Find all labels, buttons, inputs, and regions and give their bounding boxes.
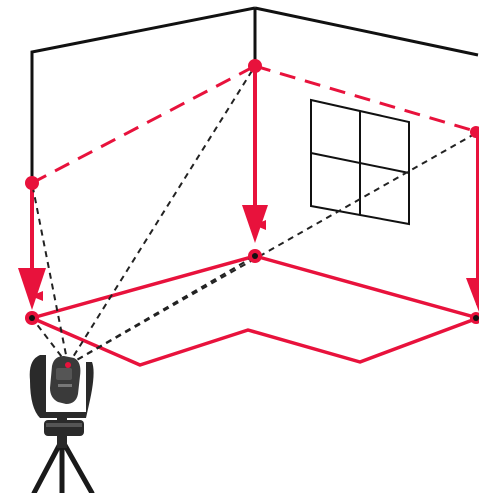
right-wall-outline xyxy=(254,6,479,57)
measurement-point-icon xyxy=(29,315,35,321)
window-mullion-horizontal xyxy=(310,152,410,174)
measurement-points xyxy=(25,59,479,325)
arrow-down-icon xyxy=(466,278,479,312)
floor-corner-line xyxy=(31,254,479,320)
tripod-head xyxy=(44,420,84,436)
sight-line-corner-top xyxy=(67,65,256,366)
sight-line-corner-floor xyxy=(67,255,256,366)
window xyxy=(310,98,410,226)
sight-line-right-top xyxy=(67,131,479,366)
right-reference-line xyxy=(254,64,479,134)
sight-line-left-top xyxy=(31,182,69,366)
window-frame xyxy=(310,98,410,226)
arrow-down-icon xyxy=(18,268,46,310)
measurement-point-icon xyxy=(470,126,479,138)
laser-emitter xyxy=(65,362,71,368)
left-reference-line xyxy=(31,64,256,185)
measurement-point-icon xyxy=(25,176,39,190)
device-yoke xyxy=(29,355,94,418)
laser-scanner-on-tripod-icon xyxy=(29,355,95,493)
sight-lines xyxy=(31,65,479,366)
wall-outlines xyxy=(30,6,479,183)
floor-outline-lower xyxy=(31,316,479,367)
reference-lines xyxy=(31,64,479,185)
arrow-heads xyxy=(18,205,479,312)
measurement-point-icon xyxy=(252,253,258,259)
tripod-legs xyxy=(31,437,95,493)
height-arrows xyxy=(30,66,479,310)
sight-line-left-floor xyxy=(31,317,69,366)
measurement-point-icon xyxy=(473,315,479,321)
arrow-down-icon xyxy=(242,205,268,243)
left-wall-outline xyxy=(30,6,256,183)
measurement-point-icon xyxy=(248,59,262,73)
floor-lines xyxy=(31,254,479,367)
